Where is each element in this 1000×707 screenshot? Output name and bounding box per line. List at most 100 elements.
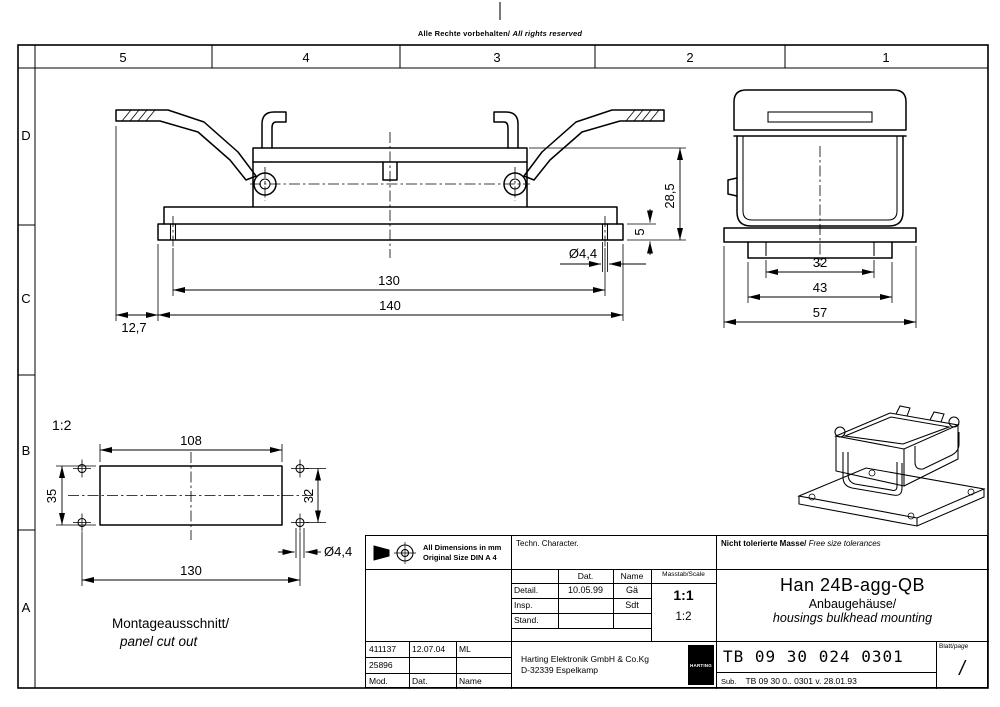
zone-col-5: 5 bbox=[119, 50, 126, 65]
copyright-note-en: All rights reserved bbox=[512, 29, 583, 38]
iso-front-bail-outer bbox=[842, 452, 903, 496]
cutout-dimensions: 108 35 32 130 Ø4,4 bbox=[44, 433, 352, 586]
dims-note-line1: All Dimensions in mm bbox=[423, 542, 502, 552]
scale-value-2: 1:2 bbox=[675, 611, 692, 623]
part-title-cell: Han 24B-agg-QB Anbaugehäuse/ housings bu… bbox=[716, 569, 989, 641]
footer-dat: Dat. bbox=[412, 676, 428, 686]
front-dim-dia44: Ø4,4 bbox=[569, 246, 597, 261]
side-cap bbox=[733, 89, 907, 131]
front-flange-holes bbox=[169, 224, 609, 240]
iso-flange-holes bbox=[808, 469, 975, 520]
iso-body-walls bbox=[835, 425, 959, 487]
part-name: Han 24B-agg-QB bbox=[779, 575, 926, 595]
side-dim-57: 57 bbox=[813, 305, 827, 320]
detail-date: 10.05.99 bbox=[567, 585, 604, 595]
front-left-hook bbox=[261, 111, 287, 149]
company-cell: Harting Elektronik GmbH & Co.Kg D-32339 … bbox=[511, 641, 688, 689]
copyright-note: Alle Rechte vorbehalten/ All rights rese… bbox=[0, 29, 1000, 38]
cutout-dim-35: 35 bbox=[44, 489, 59, 503]
cutout-dim-108: 108 bbox=[180, 433, 202, 448]
iso-flange-side bbox=[798, 489, 985, 527]
cutout-dim-32: 32 bbox=[301, 489, 316, 503]
projection-symbol-icon bbox=[373, 541, 416, 564]
iso-flange-top bbox=[797, 467, 986, 519]
company-line2: D-32339 Espelkamp bbox=[521, 665, 599, 675]
front-right-hook bbox=[493, 111, 519, 149]
harting-logo: HARTING bbox=[688, 645, 714, 685]
iso-pivot-left bbox=[834, 426, 846, 438]
front-flange bbox=[157, 223, 624, 241]
zone-col-4: 4 bbox=[302, 50, 309, 65]
side-gasket bbox=[767, 111, 873, 123]
detail-name: Gä bbox=[625, 585, 638, 595]
sheet-frame: 5 4 3 2 1 D C B A bbox=[17, 2, 989, 689]
iso-pivot-right bbox=[948, 416, 960, 428]
title-block: All Dimensions in mm Original Size DIN A… bbox=[365, 535, 989, 689]
mod-number-2: 25896 bbox=[369, 660, 393, 670]
cutout-dim-130: 130 bbox=[180, 563, 202, 578]
zone-col-1: 1 bbox=[882, 50, 889, 65]
row-label-insp: Insp. bbox=[514, 600, 533, 610]
iso-front-bail-inner bbox=[847, 452, 898, 492]
row-label-detail: Detail. bbox=[514, 585, 539, 595]
side-view: 32 43 57 bbox=[723, 89, 917, 328]
isometric-view bbox=[797, 405, 986, 527]
front-dim-28-5: 28,5 bbox=[662, 183, 677, 208]
page-cell: Blatt/page / bbox=[936, 641, 988, 689]
col-header-dat: Dat. bbox=[577, 571, 594, 581]
cutout-dim-dia44: Ø4,4 bbox=[324, 544, 352, 559]
iso-latch-hooks bbox=[895, 405, 945, 423]
lever-tip-hatching bbox=[121, 109, 660, 122]
page-label-de: Blatt/ bbox=[939, 643, 954, 650]
document-number: TB 09 30 024 0301 bbox=[723, 647, 904, 666]
scale-label: Masstab/Scale bbox=[662, 571, 705, 578]
mod-number: 411137 bbox=[369, 644, 397, 654]
tolerances-de: Nicht tolerierte Masse/ bbox=[721, 539, 807, 548]
scale-cell: Masstab/Scale 1:1 1:2 bbox=[651, 569, 716, 641]
scale-value-1: 1:1 bbox=[673, 587, 694, 603]
dimension-note-cell: All Dimensions in mm Original Size DIN A… bbox=[366, 536, 511, 569]
side-stub-inner bbox=[765, 242, 875, 256]
insp-name: Sdt bbox=[625, 600, 639, 610]
side-dim-43: 43 bbox=[813, 280, 827, 295]
tolerances-cell: Nicht tolerierte Masse/ Free size tolera… bbox=[716, 536, 989, 569]
sub-row: Sub. TB 09 30 0.. 0301 v. 28.01.93 bbox=[716, 673, 936, 689]
front-dim-12-7: 12,7 bbox=[121, 320, 146, 335]
techn-character-cell: Techn. Character. bbox=[516, 539, 579, 548]
dims-note-line2: Original Size DIN A 4 bbox=[423, 552, 497, 562]
iso-rear-bail bbox=[914, 432, 960, 470]
page-label-en: page bbox=[953, 643, 969, 650]
side-dim-32: 32 bbox=[813, 255, 827, 270]
mod-date: 12.07.04 bbox=[412, 644, 446, 654]
sub-value: TB 09 30 0.. 0301 v. 28.01.93 bbox=[745, 676, 857, 686]
zone-row-d: D bbox=[21, 128, 30, 143]
cutout-label-de: Montageausschnitt/ bbox=[112, 616, 229, 631]
cutout-holes bbox=[73, 459, 309, 532]
front-dim-130: 130 bbox=[378, 273, 400, 288]
company-line1: Harting Elektronik GmbH & Co.Kg bbox=[521, 654, 650, 664]
sub-label: Sub. bbox=[721, 676, 737, 686]
front-right-lever bbox=[523, 109, 665, 181]
zone-col-3: 3 bbox=[493, 50, 500, 65]
row-label-stand: Stand. bbox=[514, 615, 539, 625]
side-view-dimensions: 32 43 57 bbox=[723, 246, 917, 328]
front-view: 130 140 12,7 Ø4,4 5 28,5 bbox=[115, 109, 686, 335]
page-slash: / bbox=[959, 658, 965, 680]
mod-name: ML bbox=[459, 644, 471, 654]
side-pivot-clip bbox=[727, 177, 738, 197]
front-dim-140: 140 bbox=[379, 298, 401, 313]
cutout-label-en: panel cut out bbox=[119, 634, 199, 649]
copyright-note-de: Alle Rechte vorbehalten/ bbox=[417, 29, 511, 38]
front-left-lever bbox=[115, 109, 257, 181]
footer-mod: Mod. bbox=[369, 676, 388, 686]
cutout-scale: 1:2 bbox=[52, 417, 72, 433]
zone-col-2: 2 bbox=[686, 50, 693, 65]
part-desc-de: Anbaugehäuse/ bbox=[808, 597, 897, 611]
cutout-centerlines bbox=[68, 452, 314, 540]
iso-body-opening bbox=[843, 416, 952, 445]
col-header-name: Name bbox=[620, 571, 644, 581]
cutout-view: 1:2 108 35 32 130 Ø4,4 bbox=[44, 417, 352, 649]
front-body bbox=[163, 161, 618, 225]
